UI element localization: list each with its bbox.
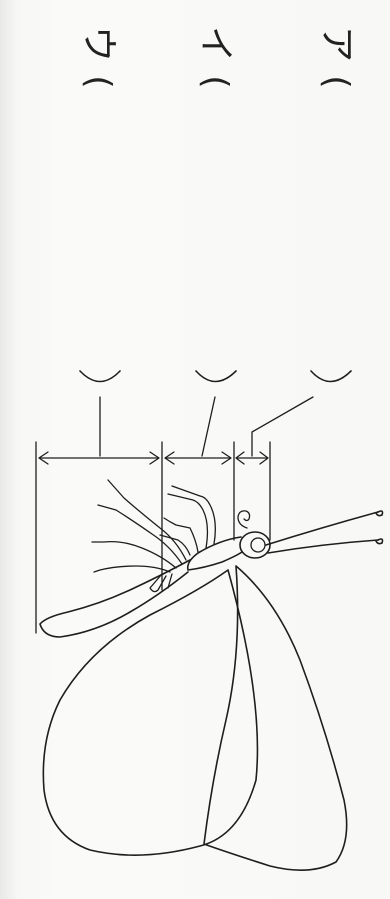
butterfly-eye	[251, 538, 265, 552]
leader-line-a	[252, 397, 313, 456]
answer-blank-arc-u	[80, 371, 120, 382]
answer-blank-arc-i	[196, 371, 236, 382]
answer-blank-arc-a	[311, 371, 351, 382]
leader-line-i	[202, 397, 215, 456]
butterfly-hindwing	[43, 570, 257, 855]
antennae	[266, 511, 383, 553]
dimension-arrow-i	[165, 452, 231, 464]
proboscis-spiral	[238, 511, 250, 528]
butterfly-forewing	[204, 566, 347, 870]
butterfly-legs	[92, 480, 215, 592]
dimension-arrow-u	[39, 452, 159, 464]
